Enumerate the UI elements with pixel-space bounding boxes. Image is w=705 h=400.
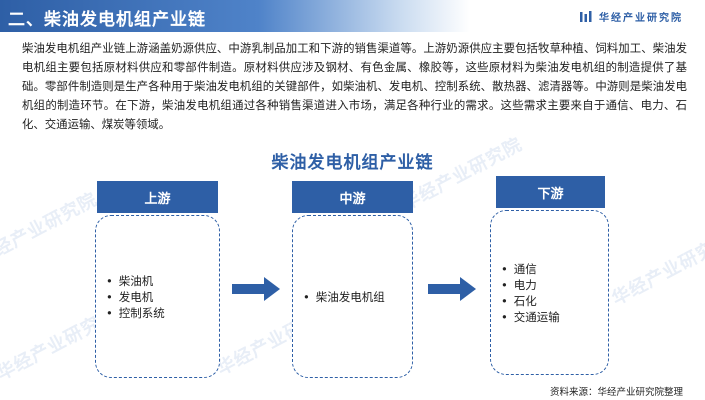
header-band	[0, 0, 470, 32]
downstream-list: 通信 电力 石化 交通运输	[501, 261, 608, 325]
list-item: 柴油机	[106, 273, 219, 289]
stage-header-midstream: 中游	[292, 181, 413, 213]
list-item: 发电机	[106, 289, 219, 305]
section-header: 二、柴油发电机组产业链 华经产业研究院	[0, 0, 705, 32]
midstream-list: 柴油发电机组	[303, 289, 412, 305]
flow-arrow-icon	[428, 277, 476, 301]
list-item: 控制系统	[106, 305, 219, 321]
brand-logo-icon	[580, 10, 592, 22]
brand: 华经产业研究院	[579, 9, 683, 24]
stage-box-midstream: 柴油发电机组	[292, 215, 413, 378]
diagram-title: 柴油发电机组产业链	[271, 153, 434, 173]
section-title: 二、柴油发电机组产业链	[8, 10, 206, 30]
stage-header-upstream: 上游	[97, 181, 218, 213]
list-item: 石化	[501, 293, 608, 309]
stage-header-downstream: 下游	[496, 176, 605, 208]
intro-paragraph: 柴油发电机组产业链上游涵盖奶源供应、中游乳制品加工和下游的销售渠道等。上游奶源供…	[22, 41, 687, 131]
list-item: 柴油发电机组	[303, 289, 412, 305]
list-item: 交通运输	[501, 309, 608, 325]
source-note: 资料来源：华经产业研究院整理	[549, 387, 683, 398]
stage-box-upstream: 柴油机 发电机 控制系统	[95, 215, 220, 378]
flow-arrow-icon	[232, 277, 280, 301]
stage-box-downstream: 通信 电力 石化 交通运输	[490, 210, 609, 375]
list-item: 电力	[501, 277, 608, 293]
list-item: 通信	[501, 261, 608, 277]
upstream-list: 柴油机 发电机 控制系统	[106, 273, 219, 321]
brand-name: 华经产业研究院	[599, 13, 683, 24]
